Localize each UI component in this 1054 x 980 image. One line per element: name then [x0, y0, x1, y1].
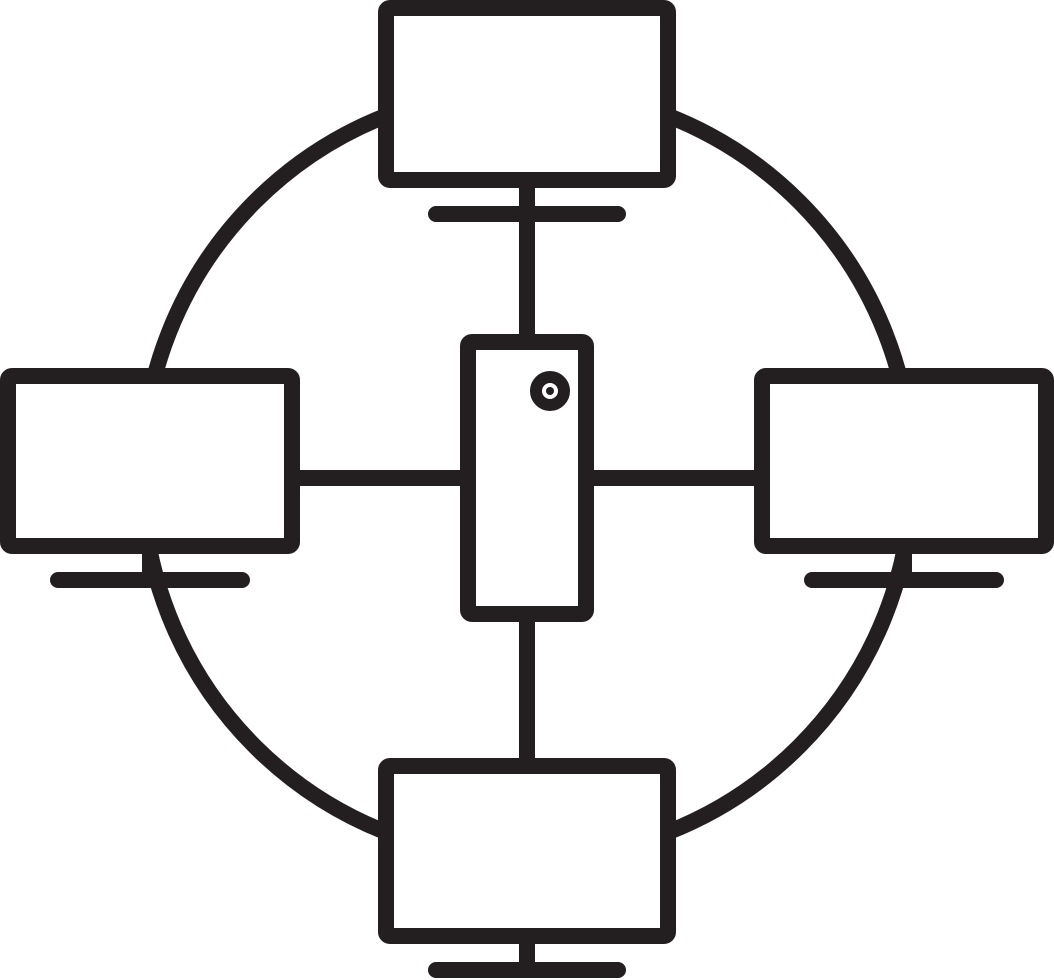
power-button-icon — [530, 371, 570, 411]
monitor-icon — [378, 758, 676, 944]
hub — [460, 334, 594, 622]
power-button-dot — [546, 387, 554, 395]
monitor-left — [0, 368, 300, 588]
monitor-icon — [0, 368, 300, 554]
monitor-right — [754, 368, 1054, 588]
hub-connections — [284, 206, 770, 774]
monitor-icon — [754, 368, 1054, 554]
monitor-icon — [378, 0, 676, 188]
monitor-top — [378, 0, 676, 222]
monitor-bottom — [378, 758, 676, 978]
server-tower-icon — [460, 334, 594, 622]
